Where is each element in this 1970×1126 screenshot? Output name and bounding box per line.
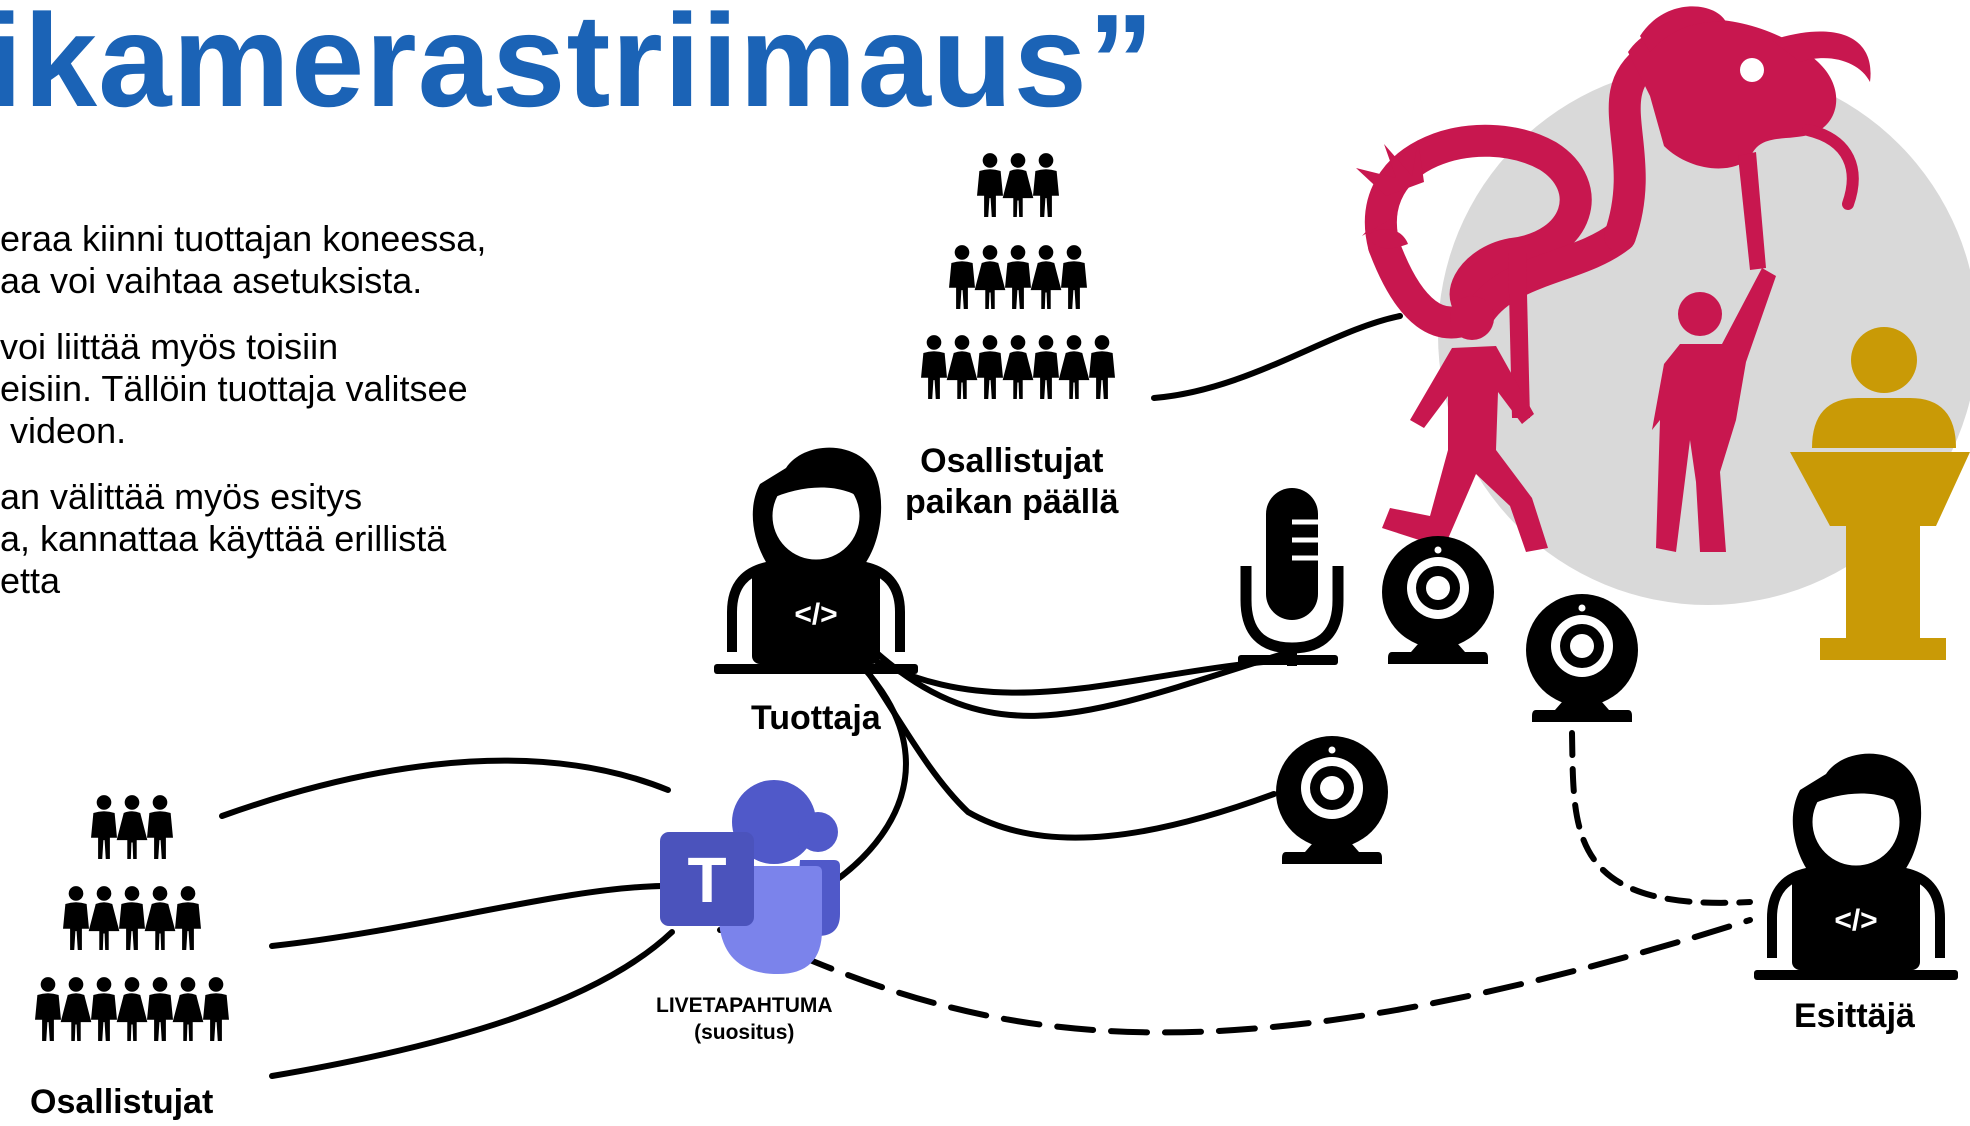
- person-icon: [91, 795, 117, 860]
- person-icon: [1030, 245, 1062, 310]
- person-icon: [1061, 245, 1087, 310]
- person-icon: [175, 886, 201, 951]
- person-icon: [91, 977, 117, 1042]
- person-icon: [60, 977, 92, 1042]
- person-icon: [35, 977, 61, 1042]
- presenter-label: Esittäjä: [1794, 997, 1915, 1035]
- person-icon: [921, 335, 947, 400]
- producer-to-microphone-line: [875, 647, 1299, 719]
- person-icon: [88, 886, 120, 951]
- people-pyramid-icon-onsite: [921, 153, 1115, 400]
- person-icon: [172, 977, 204, 1042]
- bullet-list: eraa kiinni tuottajan koneessa, aa voi v…: [0, 218, 620, 626]
- developer-laptop-icon-producer: [714, 448, 918, 674]
- person-icon: [977, 153, 1003, 218]
- person-icon: [1033, 335, 1059, 400]
- developer-laptop-icon-presenter: [1754, 754, 1958, 980]
- people-pyramid-icon-remote: [35, 795, 229, 1042]
- remote-to-teams-line-1: [219, 757, 671, 819]
- person-icon: [977, 335, 1003, 400]
- producer-label: Tuottaja: [751, 699, 881, 737]
- bullet-3: an välittää myös esitys a, kannattaa käy…: [0, 476, 447, 601]
- person-icon: [1005, 245, 1031, 310]
- podium-speaker-icon: [1790, 327, 1970, 660]
- person-icon: [63, 886, 89, 951]
- person-icon: [144, 886, 176, 951]
- person-icon: [116, 977, 148, 1042]
- person-icon: [203, 977, 229, 1042]
- person-icon: [147, 795, 173, 860]
- webcam-icon-producer: [1276, 736, 1388, 864]
- bullet-2: voi liittää myös toisiin eisiin. Tällöin…: [0, 326, 468, 451]
- person-icon: [1002, 153, 1034, 218]
- person-icon: [1058, 335, 1090, 400]
- onsite-to-stage-line: [1151, 313, 1403, 401]
- producer-to-webcam2-line: [861, 663, 1277, 841]
- webcam-icon-stage: [1382, 536, 1494, 664]
- webcam-icon-presenter: [1526, 594, 1638, 722]
- person-icon: [1033, 153, 1059, 218]
- person-icon: [1002, 335, 1034, 400]
- teams-to-presenter-dashed: [795, 917, 1753, 1036]
- live-event-label: LIVETAPAHTUMA (suositus): [656, 994, 833, 1044]
- person-icon: [946, 335, 978, 400]
- bullet-1: eraa kiinni tuottajan koneessa, aa voi v…: [0, 218, 487, 301]
- person-icon: [119, 886, 145, 951]
- dragon-dance-icon: [1356, 6, 1871, 552]
- person-icon: [116, 795, 148, 860]
- remote-to-teams-line-2: [269, 883, 665, 949]
- remote-to-teams-line-3: [269, 929, 675, 1079]
- microphone-icon: [1238, 488, 1344, 666]
- teams-logo-icon: T: [660, 780, 840, 974]
- person-icon: [974, 245, 1006, 310]
- webcam3-to-presenter-dashed: [1569, 730, 1753, 906]
- person-icon: [949, 245, 975, 310]
- onsite-participants-label: Osallistujat paikan päällä: [905, 442, 1119, 521]
- person-icon: [1089, 335, 1115, 400]
- page-title: ikamerastriimaus”: [0, 0, 1155, 134]
- teams-logo-letter: T: [687, 844, 726, 916]
- person-icon: [147, 977, 173, 1042]
- remote-participants-label: Osallistujat: [30, 1083, 214, 1121]
